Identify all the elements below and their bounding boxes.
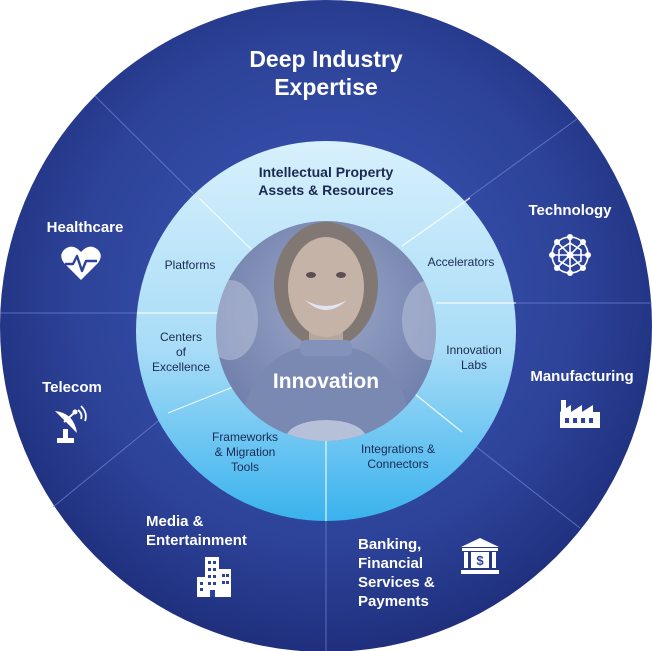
inner-dividers bbox=[137, 196, 516, 521]
centers-of-excellence-label: Centers of Excellence bbox=[151, 330, 211, 374]
center-portrait bbox=[216, 221, 436, 441]
diagram-title: Deep Industry Expertise bbox=[249, 46, 403, 100]
industry-banking-label: Banking, Financial Services & Payments bbox=[358, 536, 435, 610]
factory-icon bbox=[560, 400, 600, 428]
bank-icon: $ bbox=[461, 538, 499, 574]
industry-technology-label: Technology bbox=[528, 202, 612, 219]
ip-assets-label: Intellectual Property Assets & Resources bbox=[258, 164, 394, 198]
platforms-label: Platforms bbox=[164, 258, 216, 272]
industry-manufacturing-label: Manufacturing bbox=[530, 368, 634, 385]
innovation-labs-label: Innovation Labs bbox=[446, 343, 502, 372]
industry-healthcare-label: Healthcare bbox=[46, 219, 124, 236]
network-globe-icon bbox=[549, 234, 591, 276]
svg-text:$: $ bbox=[476, 553, 484, 568]
center-label: Innovation bbox=[272, 370, 380, 393]
frameworks-label: Frameworks & Migration Tools bbox=[211, 430, 278, 474]
industry-media-label: Media & Entertainment bbox=[146, 513, 247, 549]
satellite-dish-icon bbox=[55, 405, 87, 443]
buildings-icon bbox=[197, 557, 231, 597]
heart-pulse-icon bbox=[61, 246, 101, 280]
accelerators-label: Accelerators bbox=[427, 255, 495, 269]
industry-telecom-label: Telecom bbox=[42, 379, 102, 396]
integrations-label: Integrations & Connectors bbox=[360, 442, 436, 471]
